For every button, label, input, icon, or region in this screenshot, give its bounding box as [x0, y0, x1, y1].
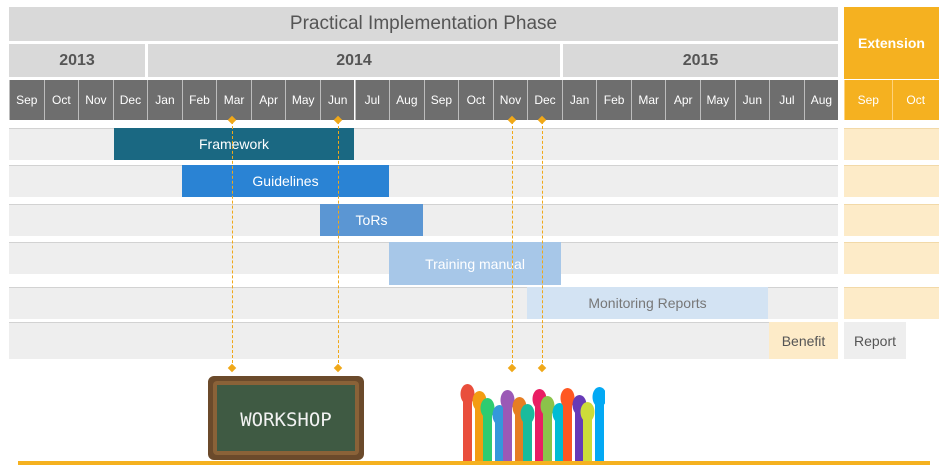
milestone-marker — [333, 363, 343, 373]
raised-hand — [560, 388, 575, 408]
month-label: Aug — [803, 80, 839, 120]
raised-arm — [535, 405, 544, 462]
raised-arm — [543, 412, 552, 462]
extension-title: Extension — [844, 7, 939, 79]
month-label: Apr — [250, 80, 286, 120]
raised-hand — [540, 396, 555, 416]
task-bar-training-manual: Training manual — [389, 242, 561, 285]
raised-hand — [460, 384, 475, 404]
gantt-row — [9, 204, 838, 236]
raised-arm — [503, 406, 512, 462]
task-bar-monitoring-reports: Monitoring Reports — [527, 287, 768, 319]
workshop-chalkboard-image: WORKSHOP — [208, 376, 364, 460]
month-label: Jan — [561, 80, 597, 120]
milestone-marker — [227, 363, 237, 373]
raised-hand — [500, 390, 515, 410]
month-label: Sep — [9, 80, 44, 120]
task-bar-framework: Framework — [114, 128, 354, 160]
extension-month-label: Oct — [891, 80, 939, 120]
benefit-cell: Benefit — [769, 322, 838, 359]
milestone-line — [338, 121, 339, 368]
extension-row — [844, 128, 939, 160]
raised-arm — [495, 421, 504, 462]
month-label: Feb — [596, 80, 631, 120]
month-label: Apr — [665, 80, 700, 120]
raised-hand — [480, 398, 495, 418]
raised-arm — [463, 400, 472, 462]
report-cell: Report — [844, 322, 906, 359]
raised-arm — [575, 411, 584, 462]
month-label: May — [700, 80, 735, 120]
month-label: May — [285, 80, 320, 120]
raised-hands-icon — [460, 384, 605, 462]
month-label: Oct — [43, 80, 79, 120]
workshop-sign-text: WORKSHOP — [240, 409, 332, 431]
raised-arm — [523, 420, 532, 462]
month-label: Mar — [630, 80, 666, 120]
raised-arm — [475, 407, 484, 462]
year-2013: 2013 — [9, 44, 145, 77]
extension-row — [844, 287, 939, 319]
raised-arm — [555, 419, 564, 462]
extension-row — [844, 204, 939, 236]
bottom-accent-line — [18, 461, 930, 465]
milestone-line — [542, 121, 543, 368]
gantt-row — [9, 165, 838, 197]
year-2014: 2014 — [148, 44, 560, 77]
month-label: Jun — [319, 80, 355, 120]
raised-arm — [563, 404, 572, 462]
month-label: Nov — [78, 80, 113, 120]
raised-hand — [580, 402, 595, 422]
task-bar-tors: ToRs — [320, 204, 423, 236]
raised-arm — [583, 418, 592, 462]
task-bar-guidelines: Guidelines — [182, 165, 389, 197]
raised-arm — [483, 414, 492, 462]
month-label: Nov — [492, 80, 528, 120]
milestone-marker — [537, 363, 547, 373]
raised-arm — [515, 413, 524, 462]
extension-month-label: Sep — [844, 80, 892, 120]
year-2015: 2015 — [563, 44, 838, 77]
milestone-line — [512, 121, 513, 368]
milestone-line — [232, 121, 233, 368]
raised-hand — [592, 387, 605, 407]
month-label: Jul — [354, 80, 390, 120]
month-label: Jan — [147, 80, 182, 120]
month-label: Jul — [769, 80, 804, 120]
raised-hand — [520, 404, 535, 424]
month-label: Dec — [112, 80, 148, 120]
month-label: Aug — [389, 80, 424, 120]
extension-row — [844, 242, 939, 274]
month-label: Sep — [423, 80, 459, 120]
extension-row — [844, 165, 939, 197]
month-label: Jun — [734, 80, 770, 120]
raised-arm — [595, 403, 604, 462]
milestone-marker — [507, 363, 517, 373]
month-label: Oct — [458, 80, 493, 120]
month-label: Mar — [216, 80, 251, 120]
month-label: Dec — [527, 80, 562, 120]
phase-title: Practical Implementation Phase — [9, 7, 838, 41]
gantt-row — [9, 322, 838, 359]
month-label: Feb — [181, 80, 217, 120]
